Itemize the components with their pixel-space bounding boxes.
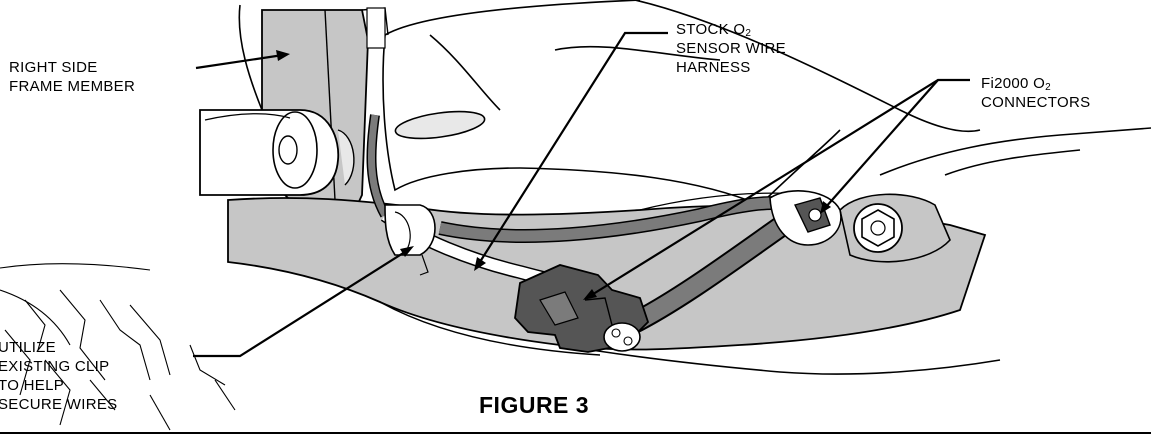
label-stock-line-1: STOCK O2 — [676, 21, 752, 39]
arrowhead-fi2000-a — [583, 289, 597, 300]
label-frame-line-1: RIGHT SIDE — [9, 59, 98, 76]
panel-grommet — [394, 110, 486, 140]
label-frame-line-2: FRAME MEMBER — [9, 78, 136, 95]
leader-fi2000-b — [824, 79, 939, 209]
leader-lines — [193, 31, 970, 358]
label-clip-line-2: EXISTING CLIP — [0, 358, 110, 375]
label-stock-o2-harness: STOCK O2 SENSOR WIRE HARNESS — [676, 20, 786, 77]
arrowhead-utilize-clip — [400, 246, 414, 257]
label-clip-line-4: SECURE WIRES — [0, 396, 118, 413]
frame-bolt — [199, 109, 355, 196]
label-stock-subscript: 2 — [745, 28, 752, 39]
fi2000-o2-connectors — [514, 190, 842, 353]
tire-sketch — [0, 263, 236, 431]
bottom-rule — [0, 432, 1151, 434]
arrowhead-fi2000-b — [820, 201, 831, 214]
label-stock-line-3: HARNESS — [676, 59, 751, 76]
label-clip-line-3: TO HELP — [0, 377, 65, 394]
leader-frame-member — [195, 53, 284, 70]
arrowhead-stock-harness — [474, 257, 486, 271]
existing-clip — [384, 204, 436, 276]
leader-stock-harness — [477, 31, 668, 266]
arrowhead-frame-member — [276, 50, 290, 61]
figure-caption: FIGURE 3 — [479, 392, 590, 418]
label-clip-line-1: UTILIZE — [0, 339, 56, 356]
label-stock-line-2: SENSOR WIRE — [676, 40, 786, 57]
body-panel — [382, 0, 1151, 206]
label-fi2000-line-1: Fi2000 O2 — [981, 75, 1051, 93]
leader-utilize-clip — [193, 249, 409, 358]
label-fi2000-line-2: CONNECTORS — [981, 94, 1091, 111]
label-right-side-frame-member: RIGHT SIDE FRAME MEMBER — [9, 58, 135, 96]
label-fi2000-connectors: Fi2000 O2 CONNECTORS — [981, 74, 1090, 112]
label-fi2000-subscript: 2 — [1045, 82, 1051, 93]
mounting-bolt — [839, 193, 951, 263]
label-utilize-existing-clip: UTILIZE EXISTING CLIP TO HELP SECURE WIR… — [0, 338, 117, 414]
